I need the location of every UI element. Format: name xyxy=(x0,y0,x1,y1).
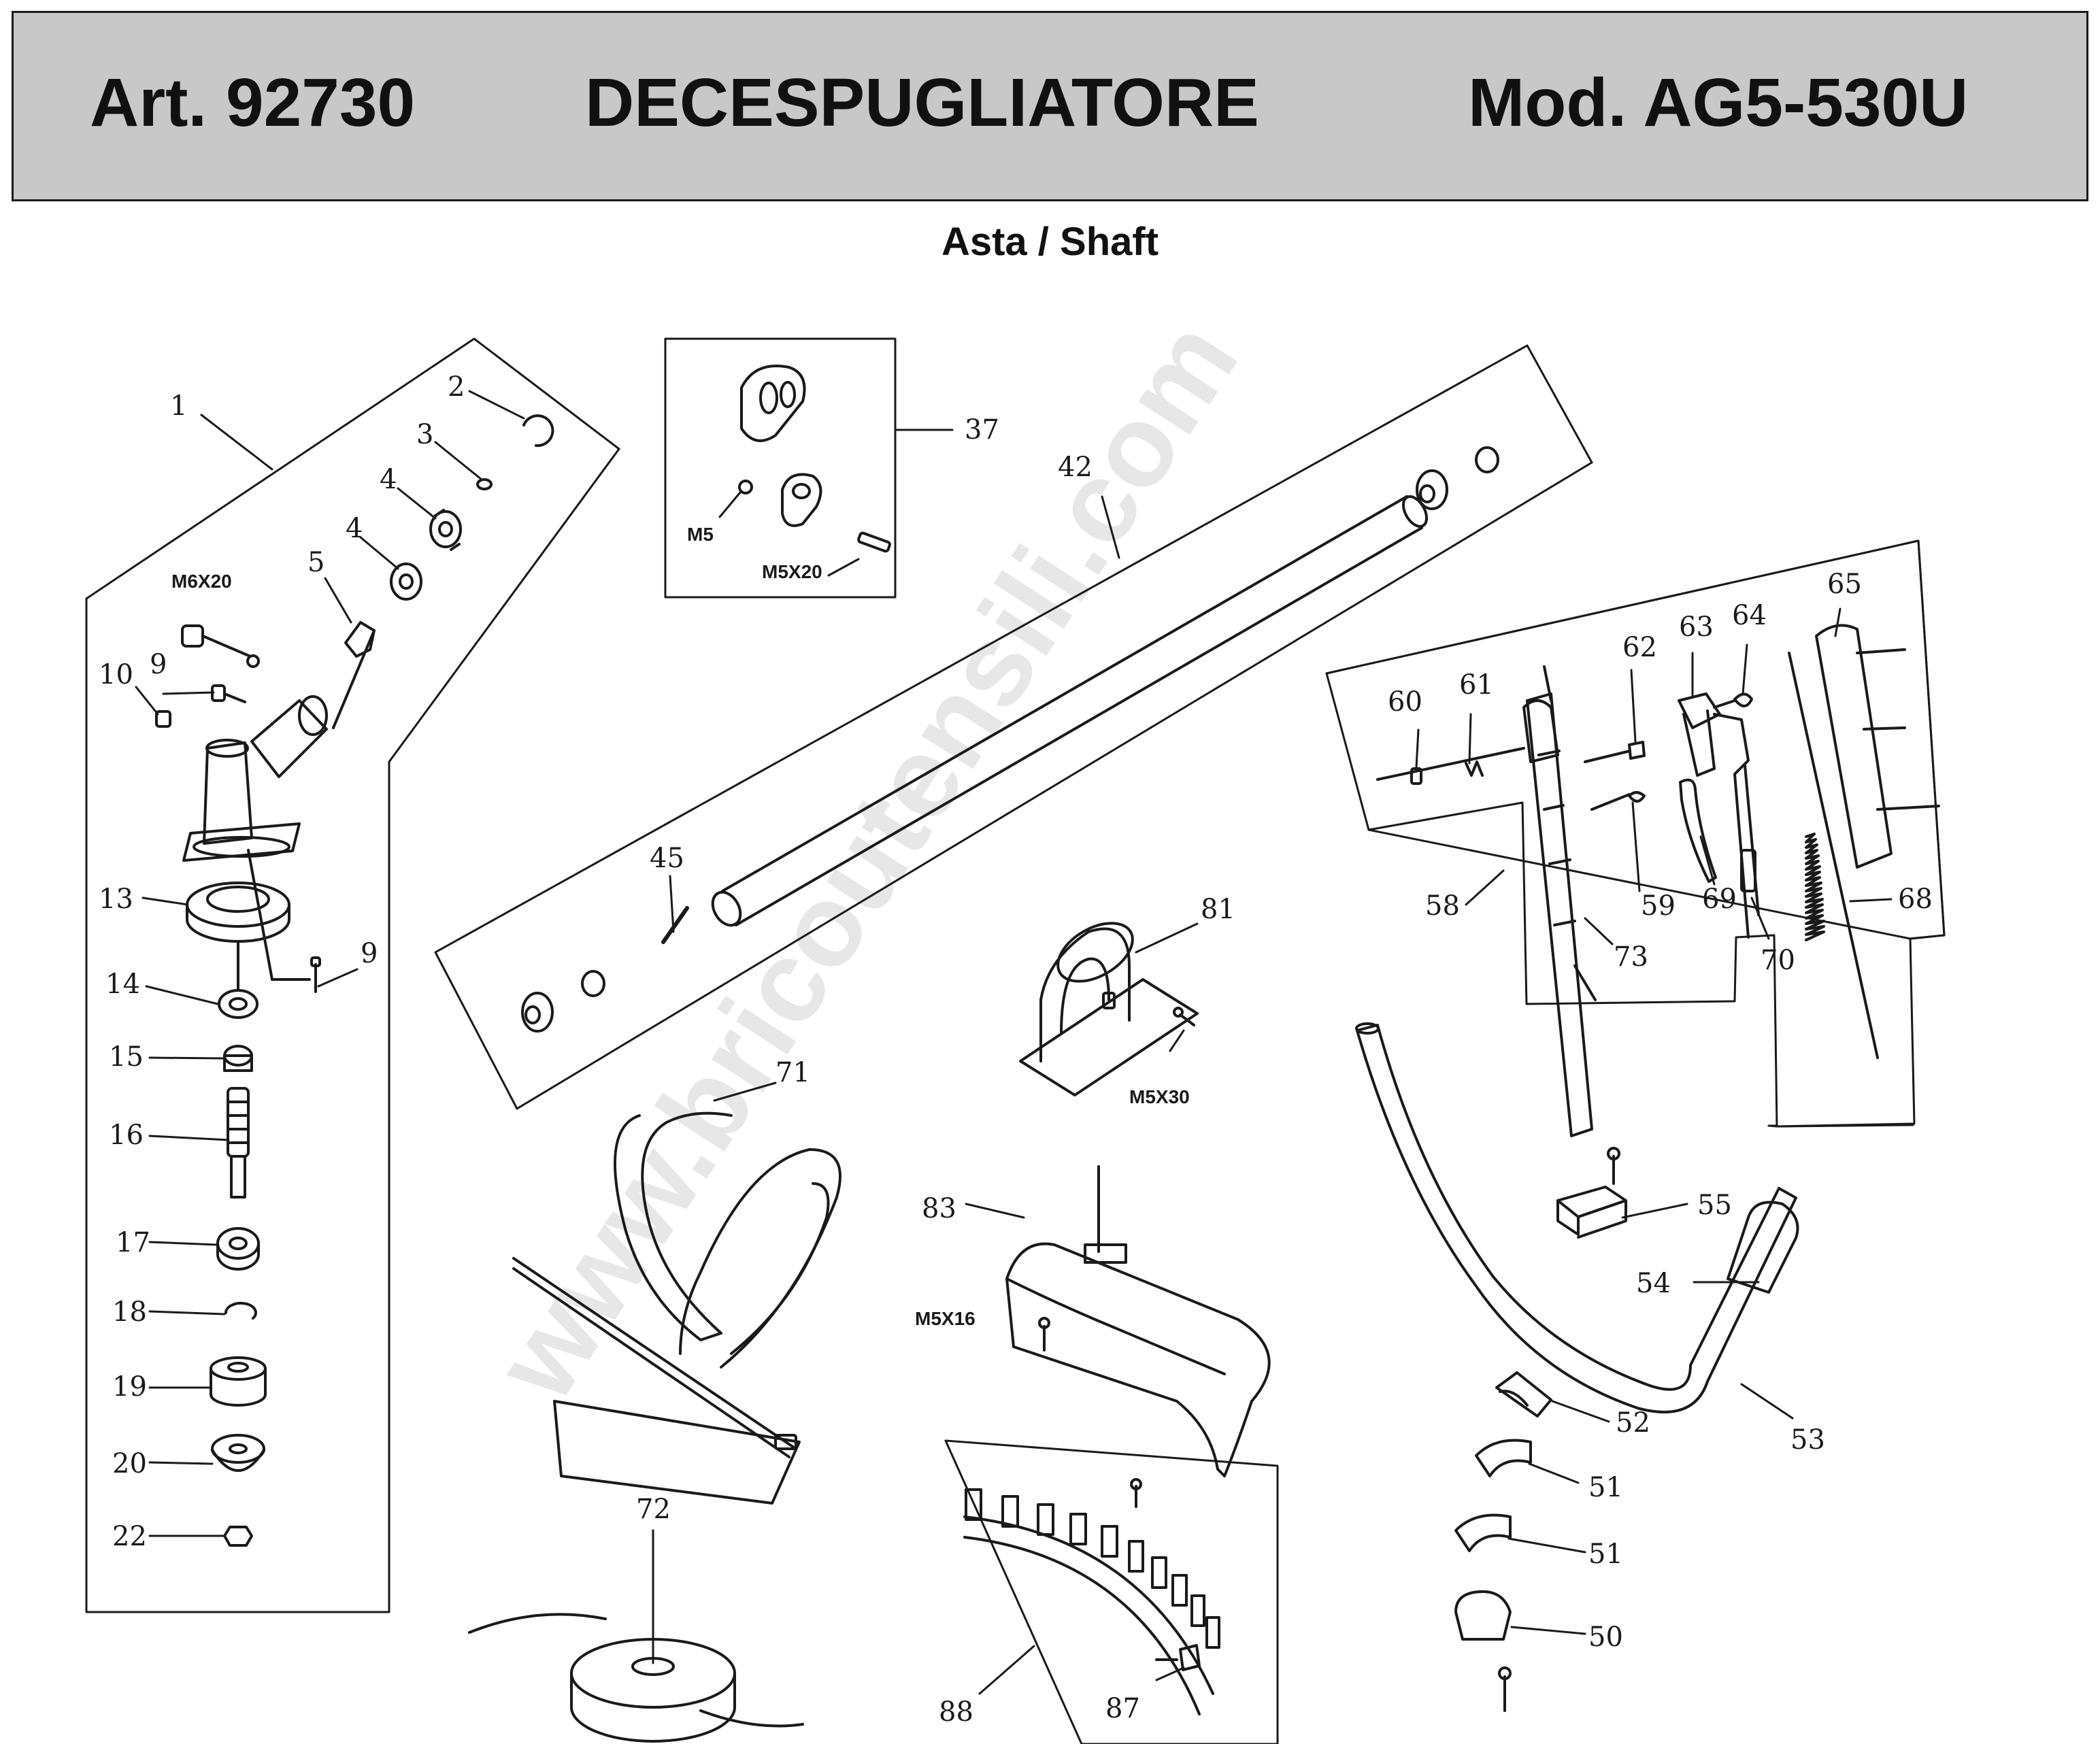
callout-87: 87 xyxy=(1105,1693,1140,1724)
callout-m6x20: M6X20 xyxy=(171,571,232,592)
callout-81: 81 xyxy=(1201,894,1235,925)
holder-81 xyxy=(1019,922,1199,1096)
callout-68: 68 xyxy=(1898,884,1933,915)
callout-50: 50 xyxy=(1588,1622,1623,1653)
model-number: Mod. AG5-530U xyxy=(1468,65,1969,141)
callout-54: 54 xyxy=(1636,1268,1671,1299)
callout-64: 64 xyxy=(1732,600,1767,631)
trimmer-head-72 xyxy=(468,1529,804,1743)
callout-61: 61 xyxy=(1459,669,1494,701)
callout-m5x16: M5X16 xyxy=(915,1308,976,1329)
callout-59: 59 xyxy=(1641,890,1676,922)
callout-16: 16 xyxy=(109,1120,144,1151)
shaft-panel-42 xyxy=(434,344,1593,1110)
guard-83 xyxy=(965,1165,1271,1477)
callout-1: 1 xyxy=(170,390,187,422)
callout-4a: 4 xyxy=(380,464,397,495)
callout-52: 52 xyxy=(1616,1407,1650,1439)
callout-51b: 51 xyxy=(1588,1539,1623,1570)
callout-42: 42 xyxy=(1058,452,1093,483)
callout-13: 13 xyxy=(99,884,133,915)
callout-14: 14 xyxy=(105,969,140,1000)
callout-22: 22 xyxy=(112,1521,147,1552)
callout-9b: 9 xyxy=(361,938,378,969)
callout-m5x30: M5X30 xyxy=(1129,1086,1190,1107)
callout-4b: 4 xyxy=(346,513,363,544)
callout-88: 88 xyxy=(939,1696,973,1728)
callout-72: 72 xyxy=(636,1494,671,1525)
callout-labels: 1 2 3 4 4 5 M6X20 9 10 13 9 14 15 16 17 … xyxy=(99,371,1933,1728)
bearing-4b xyxy=(390,563,422,601)
callout-m5x20: M5X20 xyxy=(762,561,822,582)
callout-51a: 51 xyxy=(1588,1472,1623,1503)
callout-62: 62 xyxy=(1622,632,1657,663)
callout-3: 3 xyxy=(416,419,433,450)
header-banner: Art. 92730 DECESPUGLIATORE Mod. AG5-530U xyxy=(12,11,2088,201)
callout-18: 18 xyxy=(112,1296,147,1328)
harness-71 xyxy=(512,1081,841,1505)
callout-65: 65 xyxy=(1827,569,1862,600)
callout-63: 63 xyxy=(1679,611,1714,643)
product-name: DECESPUGLIATORE xyxy=(585,65,1259,141)
callout-37: 37 xyxy=(965,414,999,446)
callout-73: 73 xyxy=(1614,941,1648,973)
callout-71: 71 xyxy=(776,1057,810,1088)
callout-m5: M5 xyxy=(687,524,714,545)
handle-group xyxy=(1355,1022,1799,1712)
callout-58: 58 xyxy=(1425,890,1460,922)
leader-lines-left xyxy=(135,390,525,1537)
callout-83: 83 xyxy=(922,1193,956,1224)
callout-10: 10 xyxy=(99,659,133,690)
callout-45: 45 xyxy=(650,843,684,874)
blade-panel-88 xyxy=(944,1439,1279,1744)
output-shaft-16 xyxy=(227,1087,250,1198)
throttle-panel xyxy=(1325,539,1946,1137)
section-title: Asta / Shaft xyxy=(941,220,1159,264)
clamp-box-37 xyxy=(664,337,954,599)
callout-70: 70 xyxy=(1761,945,1795,976)
callout-15: 15 xyxy=(109,1041,144,1073)
blade-teeth xyxy=(965,1488,1220,1649)
watermark-text: www.bricoutensili.com xyxy=(470,299,1263,1422)
article-number: Art. 92730 xyxy=(90,65,416,141)
bearing-4a xyxy=(429,509,462,551)
callout-2: 2 xyxy=(448,371,465,403)
callout-5: 5 xyxy=(307,547,324,578)
callout-17: 17 xyxy=(116,1227,150,1258)
gear-head-group xyxy=(85,337,620,1613)
callout-19: 19 xyxy=(112,1371,147,1403)
callout-69: 69 xyxy=(1702,884,1737,915)
callout-60: 60 xyxy=(1388,686,1422,718)
callout-53: 53 xyxy=(1790,1424,1825,1456)
callout-9a: 9 xyxy=(150,649,167,680)
callout-20: 20 xyxy=(112,1448,147,1479)
plate-13 xyxy=(186,882,290,943)
callout-55: 55 xyxy=(1697,1190,1732,1221)
